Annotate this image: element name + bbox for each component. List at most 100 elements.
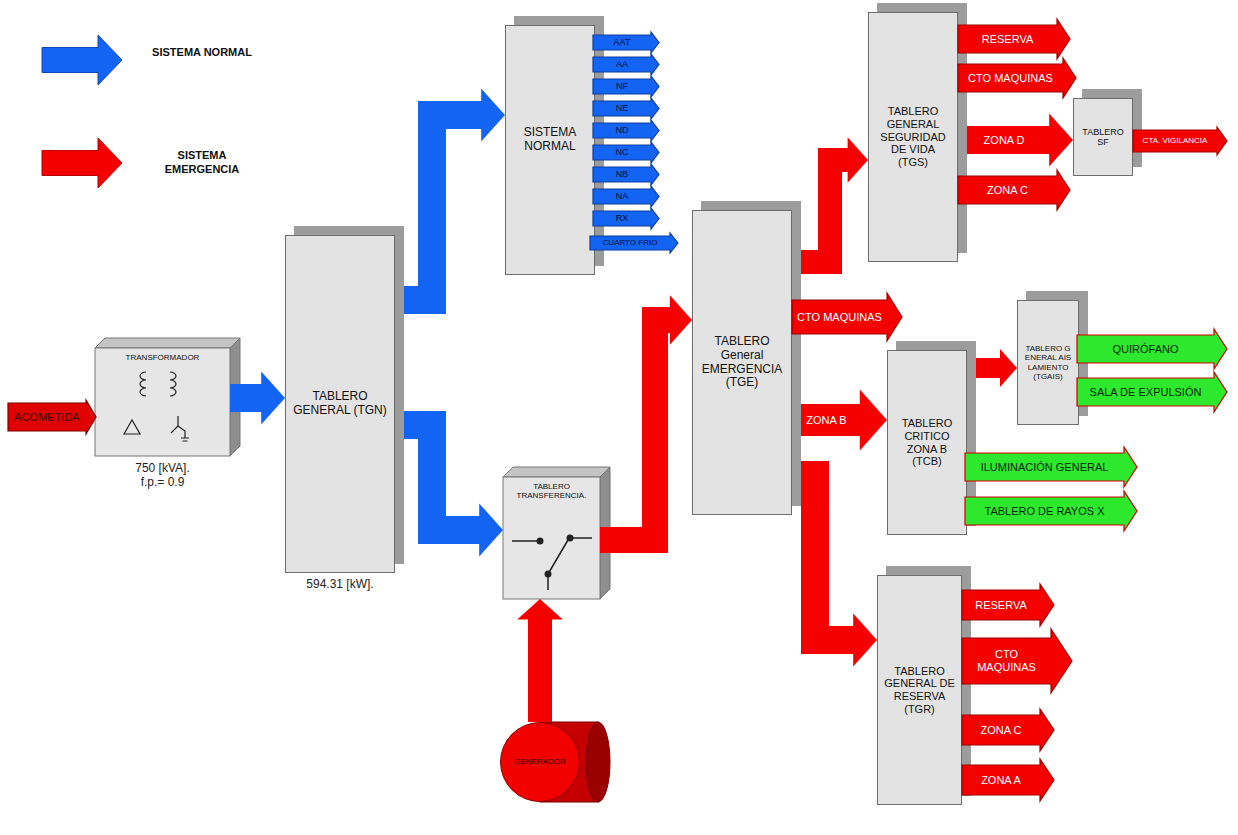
node-label: QUIRÓFANO (1112, 343, 1178, 356)
arrow-outline (593, 120, 659, 141)
node-label: ZONA A (981, 774, 1021, 787)
node-label: SALA DE EXPULSIÓN (1090, 386, 1202, 399)
node-label: AAT (614, 37, 631, 47)
critical-feeder-arrow: TABLERO DE RAYOS X (965, 497, 1137, 525)
node-label: ACOMETIDA (14, 411, 79, 424)
arrowhead (670, 295, 692, 344)
connector-body (958, 126, 1050, 154)
critical-feeder-arrow: ILUMINACIÓN GENERAL (965, 453, 1137, 481)
arrow-outline (593, 98, 659, 119)
arrowhead (517, 599, 563, 619)
arrow-outline (962, 629, 1072, 693)
arrow-outline (958, 19, 1070, 59)
legend-swatch-frame (42, 138, 122, 188)
node-label: ND (616, 125, 629, 135)
box-top-face (503, 467, 610, 477)
arrow-outline (962, 709, 1054, 751)
arrow-outline (1077, 372, 1227, 412)
rating-label: 594.31 [kW]. (285, 578, 395, 592)
arrow-outline (958, 170, 1070, 210)
arrow-outline (593, 142, 659, 163)
feeder-arrow: CTO MAQUINAS (958, 64, 1076, 92)
wye-symbol (171, 416, 189, 441)
normal-feeder-arrow: AAT (593, 35, 659, 50)
normal-system-box: SISTEMA NORMAL (505, 25, 595, 275)
arrowhead (848, 137, 868, 183)
legend-swatch-frame (42, 35, 122, 85)
feeder-connector (792, 475, 877, 667)
connector-body (395, 115, 482, 300)
feeder-arrow: RESERVA (962, 590, 1054, 620)
feeder-connector (230, 371, 285, 424)
sf-panel-box: TABLERO SF (1073, 98, 1133, 176)
arrow-outline (590, 233, 678, 253)
arrowhead (261, 371, 285, 424)
feeder-arrow: RESERVA (958, 25, 1070, 53)
feeder-arrow: CTO MAQUINAS (792, 300, 902, 334)
box-top-face (95, 338, 240, 348)
isolation-panel-box: TABLERO GENERAL AISLAMIENTO (TGAIS) (1017, 300, 1079, 425)
connector-label: ZONA B (803, 414, 849, 426)
critical-panel-box: TABLERO CRITICO ZONA B (TCB) (887, 350, 967, 535)
arrowhead (853, 613, 877, 666)
node-label: NF (616, 81, 628, 91)
arrow-outline (965, 491, 1137, 531)
service-entrance-arrow: ACOMETIDA (8, 403, 96, 431)
connector-body (792, 404, 861, 436)
node-label: TABLERO GENERAL AISLAMIENTO (TGAIS) (1024, 344, 1072, 381)
transformer-body (95, 338, 240, 456)
normal-feeder-arrow: RX (593, 211, 659, 226)
arrow-outline (593, 164, 659, 185)
arrowhead (860, 390, 887, 451)
arrow-outline (593, 186, 659, 207)
node-label: SISTEMA NORMAL (512, 126, 588, 154)
node-label: TABLERO SF (1080, 127, 1126, 148)
arrow-outline (8, 400, 96, 434)
switch-wires (512, 538, 592, 590)
feeder-arrow: ZONA C (962, 715, 1054, 745)
node-label: NC (616, 147, 629, 157)
node-label: TABLERO TRANSFERENCIA. (508, 482, 595, 500)
feeder-connector (967, 349, 1017, 387)
connector-body (792, 160, 849, 262)
node-label: NE (616, 103, 629, 113)
connector-body (395, 425, 480, 530)
feeder-connector (395, 425, 503, 557)
arrow-outline (1077, 329, 1227, 369)
transfer-switch-box: TABLERO TRANSFERENCIA. (503, 477, 600, 599)
arrowhead (479, 503, 503, 556)
feeder-arrow: ZONA A (962, 765, 1054, 795)
node-label: TABLERO GENERAL (TGN) (292, 390, 388, 418)
main-panel-box: TABLERO GENERAL (TGN)594.31 [kW]. (285, 235, 395, 573)
arrow-outline (593, 32, 659, 53)
generator-end (586, 722, 610, 802)
node-label: ZONA C (987, 184, 1028, 197)
connector-body (528, 618, 552, 722)
node-label: NB (616, 169, 629, 179)
feeder-connector (958, 113, 1073, 166)
arrow-outline (593, 76, 659, 97)
arrow-outline (593, 208, 659, 229)
node-label: ZONA C (981, 724, 1022, 737)
normal-feeder-arrow: NA (593, 189, 659, 204)
node-label: CUARTO FRIO (603, 238, 658, 247)
node-label: GENERADOR (514, 757, 566, 766)
connector-body (967, 358, 1001, 378)
normal-feeder-arrow: NC (593, 145, 659, 160)
normal-feeder-arrow: AA (593, 57, 659, 72)
normal-feeder-arrow: CUARTO FRIO (590, 236, 678, 250)
arrow-outline (1133, 127, 1227, 155)
node-label: AA (616, 59, 628, 69)
node-label: CTO MAQUINAS (797, 311, 882, 324)
node-label: TABLERO General EMERGENCIA (TGE) (699, 335, 785, 390)
node-label: TRANSFORMADOR (100, 353, 225, 362)
box-front-face (503, 477, 600, 599)
node-label: TABLERO GENERAL DE RESERVA (TGR) (884, 665, 955, 716)
feeder-connector (395, 88, 505, 300)
arrowhead (1000, 349, 1017, 387)
node-label: CTA. VIGILANCIA (1143, 136, 1208, 145)
legend-swatch (42, 35, 122, 85)
node-label: RESERVA (982, 33, 1034, 46)
connector-body (600, 320, 671, 540)
